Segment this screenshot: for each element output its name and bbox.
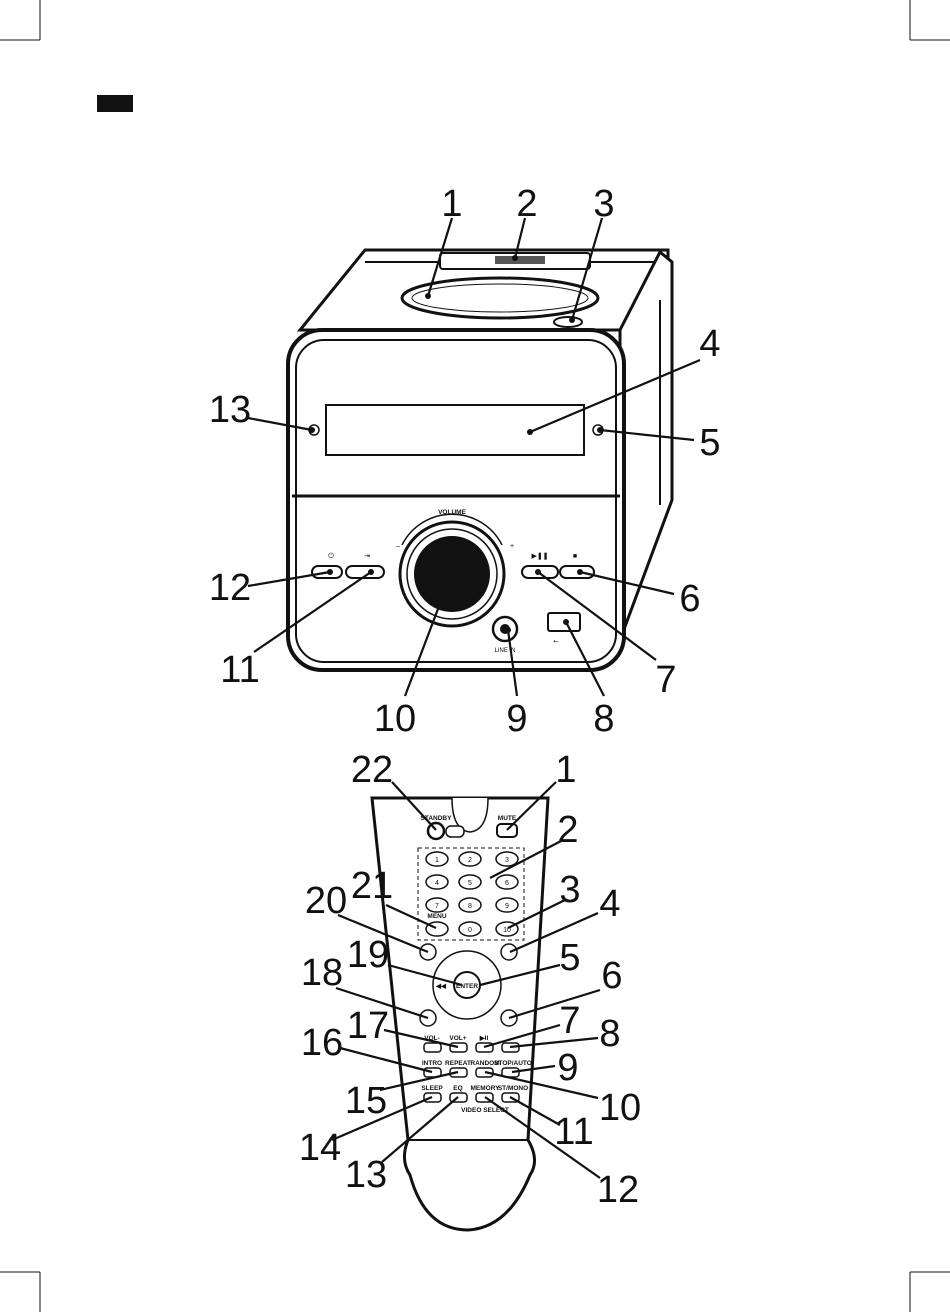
- remote-callout-13: 13: [345, 1154, 387, 1196]
- sleep-button[interactable]: [424, 1093, 441, 1102]
- remote-callout-19: 19: [347, 934, 389, 976]
- remote-callout-15: 15: [345, 1080, 387, 1122]
- svg-text:REPEAT: REPEAT: [445, 1060, 471, 1067]
- svg-text:SLEEP: SLEEP: [421, 1085, 443, 1092]
- right-side-button[interactable]: [501, 944, 517, 960]
- svg-text:2: 2: [468, 857, 472, 864]
- language-tab-marker: [97, 95, 133, 112]
- svg-text:STOP/AUTO: STOP/AUTO: [494, 1060, 532, 1067]
- power-icon: ⏻: [328, 552, 334, 560]
- source-icon: ⇥: [364, 553, 370, 560]
- remote-callout-5: 5: [559, 937, 580, 979]
- svg-text:4: 4: [435, 880, 439, 887]
- device-callout-13: 13: [209, 389, 251, 431]
- remote-callout-14: 14: [299, 1127, 341, 1169]
- svg-text:7: 7: [435, 903, 439, 910]
- device-callout-6: 6: [679, 578, 700, 620]
- device-callout-10: 10: [374, 698, 416, 740]
- remote-callout-4: 4: [599, 883, 620, 925]
- remote-callout-8: 8: [599, 1013, 620, 1055]
- svg-text:5: 5: [468, 880, 472, 887]
- device-callout-2: 2: [516, 183, 537, 225]
- remote-callout-1: 1: [555, 749, 576, 791]
- usb-icon: ⭠: [553, 638, 559, 645]
- svg-text:+: +: [510, 543, 514, 550]
- device-callout-1: 1: [441, 183, 462, 225]
- menu-label: MENU: [427, 913, 446, 920]
- svg-text:3: 3: [505, 857, 509, 864]
- remote-callout-16: 16: [301, 1022, 343, 1064]
- device-callout-5: 5: [699, 422, 720, 464]
- vol-plus-button[interactable]: [450, 1043, 467, 1052]
- mute-label: MUTE: [498, 815, 517, 822]
- line-in-label: LINE IN: [494, 648, 515, 654]
- svg-text:EQ: EQ: [453, 1085, 462, 1092]
- remote-callout-21: 21: [351, 865, 393, 907]
- remote-callout-17: 17: [347, 1005, 389, 1047]
- stop-icon: ■: [573, 553, 577, 560]
- remote-callout-12: 12: [597, 1169, 639, 1211]
- svg-text:ST/MONO: ST/MONO: [498, 1085, 528, 1092]
- remote-callout-2: 2: [557, 809, 578, 851]
- svg-text:6: 6: [505, 880, 509, 887]
- device-callout-7: 7: [655, 659, 676, 701]
- svg-text:INTRO: INTRO: [422, 1060, 442, 1067]
- device-callout-11: 11: [220, 649, 259, 691]
- remote-callout-9: 9: [557, 1047, 578, 1089]
- remote-callout-11: 11: [554, 1111, 593, 1153]
- play-pause-icon: ▶❚❚: [531, 552, 548, 560]
- device-callout-3: 3: [593, 183, 614, 225]
- svg-text:–: –: [396, 543, 400, 550]
- vol-minus-button[interactable]: [424, 1043, 441, 1052]
- remote-callout-7: 7: [559, 1000, 580, 1042]
- svg-text:1: 1: [435, 857, 439, 864]
- remote-callout-22: 22: [351, 749, 393, 791]
- svg-text:8: 8: [468, 903, 472, 910]
- device-callout-4: 4: [699, 323, 720, 365]
- svg-text:MEMORY: MEMORY: [470, 1085, 500, 1092]
- svg-text:9: 9: [505, 903, 509, 910]
- device-callout-12: 12: [209, 567, 251, 609]
- device-callout-9: 9: [506, 698, 527, 740]
- device-illustration: VOLUME – + ⏻ ⇥ ▶❚❚ ■ LINE IN ⭠: [288, 250, 672, 670]
- remote-callout-6: 6: [601, 955, 622, 997]
- rewind-icon: ◀◀: [435, 983, 447, 990]
- volume-label: VOLUME: [438, 509, 466, 516]
- display-window: [326, 405, 584, 455]
- remote-callout-18: 18: [301, 952, 343, 994]
- device-callout-8: 8: [593, 698, 614, 740]
- svg-text:0: 0: [468, 927, 472, 934]
- remote-callout-20: 20: [305, 880, 347, 922]
- open-close-button[interactable]: [554, 317, 582, 327]
- remote-callout-3: 3: [559, 869, 580, 911]
- svg-text:VOL+: VOL+: [449, 1035, 466, 1042]
- mute-button[interactable]: [497, 824, 517, 837]
- svg-text:▶II: ▶II: [479, 1035, 489, 1042]
- remote-callout-10: 10: [599, 1087, 641, 1129]
